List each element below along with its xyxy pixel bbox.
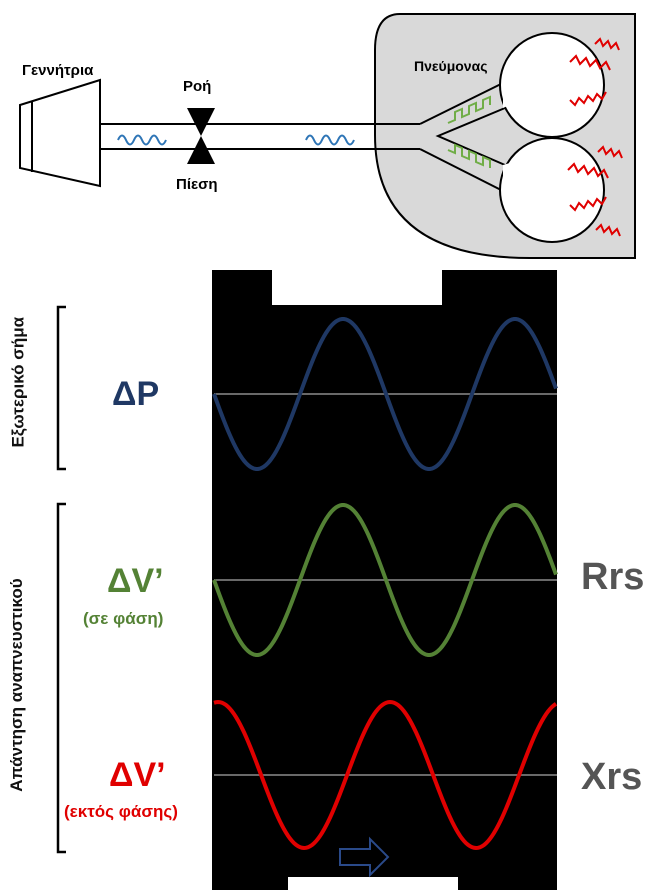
wave-red-icon: [567, 162, 609, 179]
generator-label: Γεννήτρια: [22, 62, 94, 79]
respiratory-response-label: Απάντηση αναπνευστικού: [7, 578, 26, 792]
flow-label: Ροή: [183, 78, 212, 95]
in-phase-symbol: ΔV’: [107, 562, 164, 600]
ventilation-schematic: [19, 13, 636, 259]
in-phase-qualifier: (σε φάση): [83, 609, 164, 628]
pressure-label: Πίεση: [176, 176, 218, 193]
pressure-wave: [212, 317, 558, 471]
wave-green-icon: [447, 95, 491, 124]
wave-red-icon: [597, 145, 623, 159]
airway-split: [435, 107, 506, 166]
valve-icon: [187, 108, 215, 164]
external-signal-label: Εξωτερικό σήμα: [8, 316, 28, 448]
time-arrow-icon: [339, 836, 390, 878]
in-phase-flow-wave: [212, 503, 558, 657]
wave-blue-icon: [117, 134, 167, 146]
wave-red-icon: [569, 196, 607, 212]
wave-red-icon: [569, 91, 607, 107]
wave-green-icon: [447, 143, 491, 168]
signal-panel: [56, 270, 647, 890]
wave-red-icon: [569, 54, 611, 71]
wave-blue-icon: [305, 134, 355, 146]
bracket-external: [56, 305, 66, 471]
pressure-symbol: ΔP: [112, 375, 160, 413]
lung-chamber: [374, 13, 636, 259]
alveolus-lower: [499, 137, 605, 243]
airway-lower: [419, 148, 506, 193]
resistance-label: Rrs: [581, 556, 645, 598]
lung-label: Πνεύμονας: [414, 58, 488, 74]
wave-red-icon: [594, 37, 620, 51]
reactance-label: Xrs: [581, 756, 643, 798]
out-of-phase-qualifier: (εκτός φάσης): [64, 802, 178, 821]
out-of-phase-flow-wave: [213, 699, 558, 851]
generator-shape: [19, 78, 101, 188]
wave-red-icon: [595, 223, 621, 237]
bracket-response: [56, 502, 66, 854]
alveolus-upper: [499, 32, 605, 138]
out-of-phase-symbol: ΔV’: [109, 756, 166, 794]
airway-upper: [419, 81, 506, 125]
